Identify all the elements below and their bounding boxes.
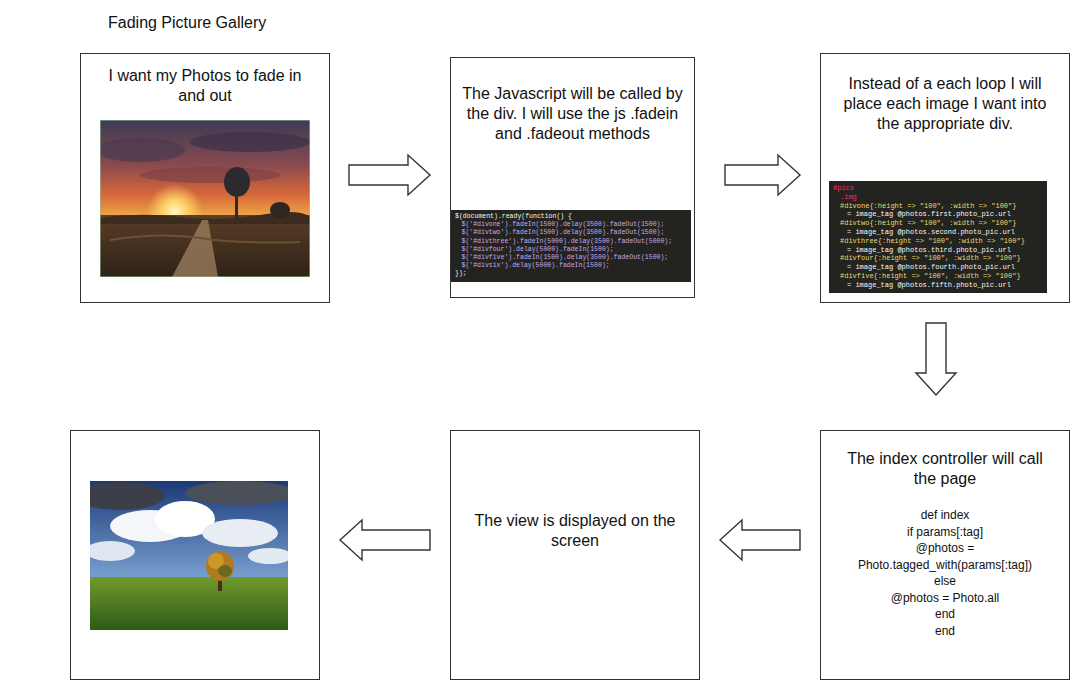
code-line: $(document).ready(function() { <box>455 213 687 221</box>
process-box: Instead of a each loop I will place each… <box>820 53 1070 303</box>
text-group: The view is displayed on the screen <box>473 511 677 551</box>
process-box: The index controller will call the page d… <box>820 430 1070 680</box>
process-box: The view is displayed on the screen <box>450 430 700 680</box>
code-line: = image_tag @photos.fifth.photo_pic.url <box>833 281 1043 290</box>
code-line: def index <box>835 507 1055 524</box>
block-arrow <box>916 323 956 395</box>
code-line: Photo.tagged_with(params[:tag]) <box>835 557 1055 574</box>
code-line: #divfive{:height => "100", :width => "10… <box>833 272 1043 281</box>
code-line: else <box>835 573 1055 590</box>
code-screenshot: #pics.img#divone{:height => "100", :widt… <box>829 181 1047 293</box>
code-line: $('#divfive').fadeIn(1500).delay(3500).f… <box>455 254 687 262</box>
sunset-photo <box>100 120 310 277</box>
code-line: $('#divone').fadeIn(1500).delay(3500).fa… <box>455 221 687 229</box>
block-arrow <box>349 155 430 195</box>
code-line: @photos = Photo.all <box>835 590 1055 607</box>
box-text: The Javascript will be called by the div… <box>460 84 685 144</box>
code-line: }); <box>455 270 687 278</box>
code-line: .img <box>833 193 1043 202</box>
text-group: I want my Photos to fade in and out <box>93 66 317 106</box>
code-line: $('#divfour').delay(5000).fadeIn(1500); <box>455 246 687 254</box>
code-line: $('#divsix').delay(5000).fadeIn(1500); <box>455 262 687 270</box>
process-box: I want my Photos to fade in and out <box>80 53 330 303</box>
code-line: end <box>835 623 1055 640</box>
landscape-photo <box>90 481 288 630</box>
code-screenshot: $(document).ready(function() {$('#divone… <box>451 210 691 282</box>
code-line: $('#divthree').fadeIn(5000).delay(3500).… <box>455 238 687 246</box>
code-line: #divtwo{:height => "100", :width => "100… <box>833 219 1043 228</box>
code-line: #divone{:height => "100", :width => "100… <box>833 202 1043 211</box>
code-line: #divfour{:height => "100", :width => "10… <box>833 254 1043 263</box>
box-text: The index controller will call the page <box>835 449 1055 489</box>
text-group: The index controller will call the page <box>835 449 1055 489</box>
code-line: end <box>835 606 1055 623</box>
block-arrow <box>720 520 800 560</box>
text-group: def indexif params[:tag]@photos =Photo.t… <box>835 507 1055 639</box>
box-text: The view is displayed on the screen <box>473 511 677 551</box>
code-line: = image_tag @photos.second.photo_pic.url <box>833 228 1043 237</box>
code-line: = image_tag @photos.third.photo_pic.url <box>833 246 1043 255</box>
code-line: = image_tag @photos.first.photo_pic.url <box>833 210 1043 219</box>
box-text: Instead of a each loop I will place each… <box>831 74 1059 134</box>
box-text: I want my Photos to fade in and out <box>93 66 317 106</box>
code-line: if params[:tag] <box>835 524 1055 541</box>
code-line: @photos = <box>835 540 1055 557</box>
code-line: #pics <box>833 184 1043 193</box>
text-group: The Javascript will be called by the div… <box>460 84 685 144</box>
code-line: $('#divtwo').fadeIn(1500).delay(3500).fa… <box>455 229 687 237</box>
code-line: #divthree{:height => "100", :width => "1… <box>833 237 1043 246</box>
text-group: Instead of a each loop I will place each… <box>831 74 1059 134</box>
picture-box <box>70 430 320 680</box>
block-arrow <box>725 155 800 195</box>
block-arrow <box>340 520 430 560</box>
diagram-title: Fading Picture Gallery <box>108 14 266 32</box>
process-box: The Javascript will be called by the div… <box>450 57 695 298</box>
code-line: = image_tag @photos.fourth.photo_pic.url <box>833 263 1043 272</box>
